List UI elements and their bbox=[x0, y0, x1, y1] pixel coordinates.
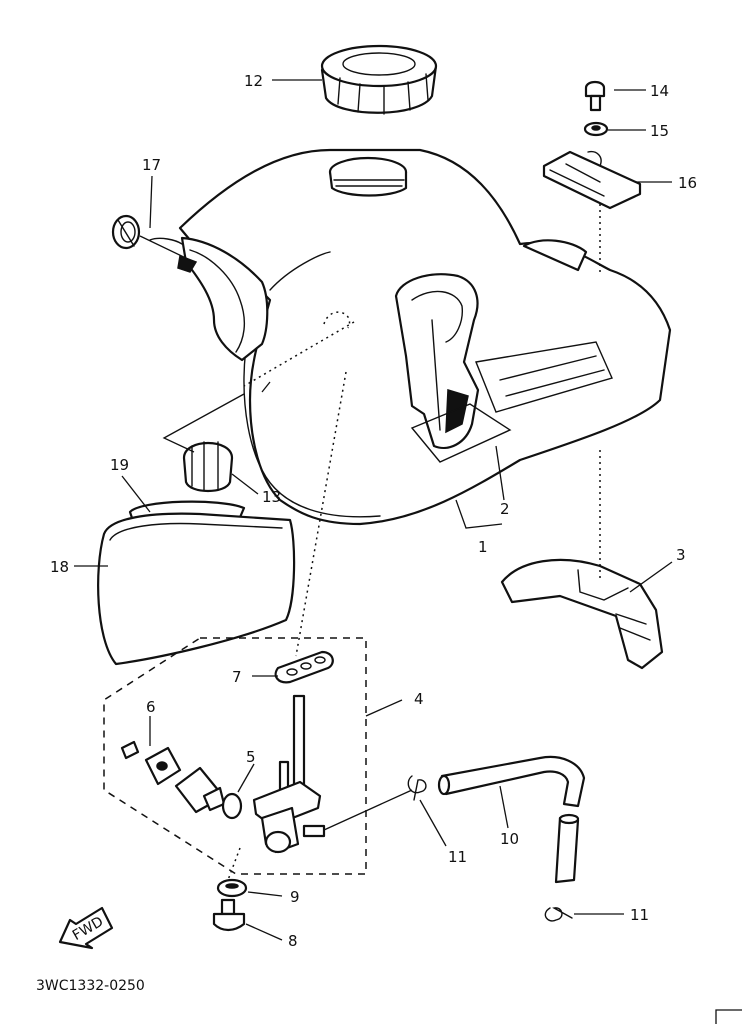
bolt-part-14 bbox=[584, 80, 606, 112]
callout-16: 16 bbox=[678, 174, 697, 192]
callout-6: 6 bbox=[146, 698, 156, 716]
gasket-part-7 bbox=[274, 650, 334, 684]
washer-part-9 bbox=[216, 878, 248, 898]
callout-11-upper: 11 bbox=[448, 848, 467, 866]
callout-2: 2 bbox=[500, 500, 510, 518]
bracket-part-16 bbox=[542, 150, 642, 210]
side-cover-part-18 bbox=[97, 512, 296, 666]
forward-arrow: FWD bbox=[58, 906, 114, 950]
screw-part-6 bbox=[120, 740, 182, 786]
clip-part-11-lower bbox=[544, 907, 573, 922]
callout-7: 7 bbox=[232, 668, 242, 686]
callout-12: 12 bbox=[244, 72, 263, 90]
callout-1: 1 bbox=[478, 538, 488, 556]
petcock-lever bbox=[174, 766, 226, 814]
o-ring-part-5 bbox=[221, 792, 243, 820]
callout-15: 15 bbox=[650, 122, 669, 140]
bolt-part-8 bbox=[212, 898, 246, 932]
corner-mark bbox=[715, 1009, 742, 1024]
leader-lines bbox=[74, 79, 673, 941]
callout-9: 9 bbox=[290, 888, 300, 906]
callout-17: 17 bbox=[142, 156, 161, 174]
grommet-part-17 bbox=[111, 214, 141, 250]
callout-4: 4 bbox=[414, 690, 424, 708]
bracket-part-3 bbox=[500, 558, 664, 670]
callout-8: 8 bbox=[288, 932, 298, 950]
callout-18: 18 bbox=[50, 558, 69, 576]
callout-3: 3 bbox=[676, 546, 686, 564]
callout-labels: 12 14 15 16 17 13 19 18 2 1 3 7 4 6 5 11… bbox=[50, 72, 697, 950]
alignment-lines bbox=[162, 204, 601, 881]
fuel-tank-part: DT bbox=[149, 148, 672, 526]
clip-part-11-upper bbox=[407, 775, 427, 801]
washer-part-15 bbox=[583, 121, 609, 137]
callout-14: 14 bbox=[650, 82, 669, 100]
callout-5: 5 bbox=[246, 748, 256, 766]
petcock-valve bbox=[252, 694, 326, 854]
callout-19: 19 bbox=[110, 456, 129, 474]
knob-part-13 bbox=[182, 441, 234, 493]
callout-10: 10 bbox=[500, 830, 519, 848]
fuel-hose-part-10 bbox=[437, 755, 586, 884]
diagram-code: 3WC1332-0250 bbox=[36, 978, 145, 994]
callout-13: 13 bbox=[262, 488, 281, 506]
callout-11-lower: 11 bbox=[630, 906, 649, 924]
fuel-cap-part bbox=[320, 44, 438, 115]
